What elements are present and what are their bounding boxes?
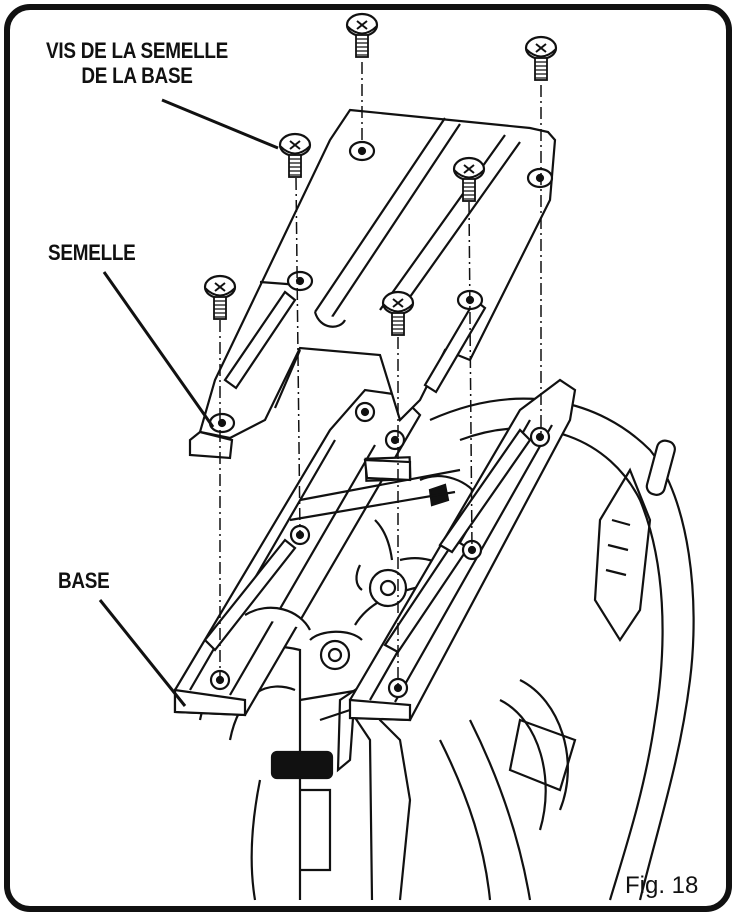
label-screws-line1: VIS DE LA SEMELLE [46,38,229,63]
base-plate [173,378,577,722]
leader-screws [161,98,279,150]
leader-lines [98,98,279,707]
label-base-shoe-screws: VIS DE LA SEMELLE DE LA BASE [46,38,228,88]
leader-shoe [102,271,215,428]
leader-base [98,599,187,707]
screw-icon [345,12,379,59]
label-base: BASE [58,568,110,593]
screw-icon [524,35,558,82]
screw-icon [278,132,312,179]
jigsaw-body [429,397,695,901]
label-shoe: SEMELLE [48,240,136,265]
alignment-lines [219,62,542,688]
screw-icon [203,274,237,321]
label-screws-line2: DE LA BASE [81,63,193,88]
figure-caption: Fig. 18 [625,872,699,899]
